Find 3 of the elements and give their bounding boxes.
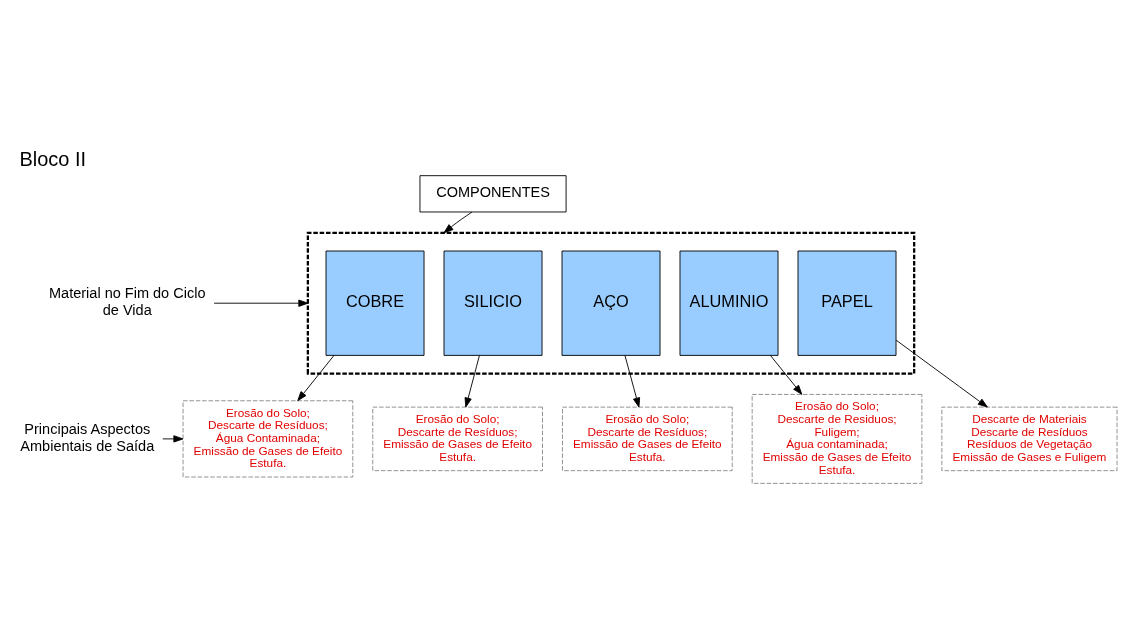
node-text: Material no Fim do Ciclo de Vida bbox=[48, 285, 206, 318]
diagram-title: Bloco II bbox=[19, 148, 87, 171]
node-text: Principais Aspectos Ambientais de Saída bbox=[20, 421, 155, 454]
